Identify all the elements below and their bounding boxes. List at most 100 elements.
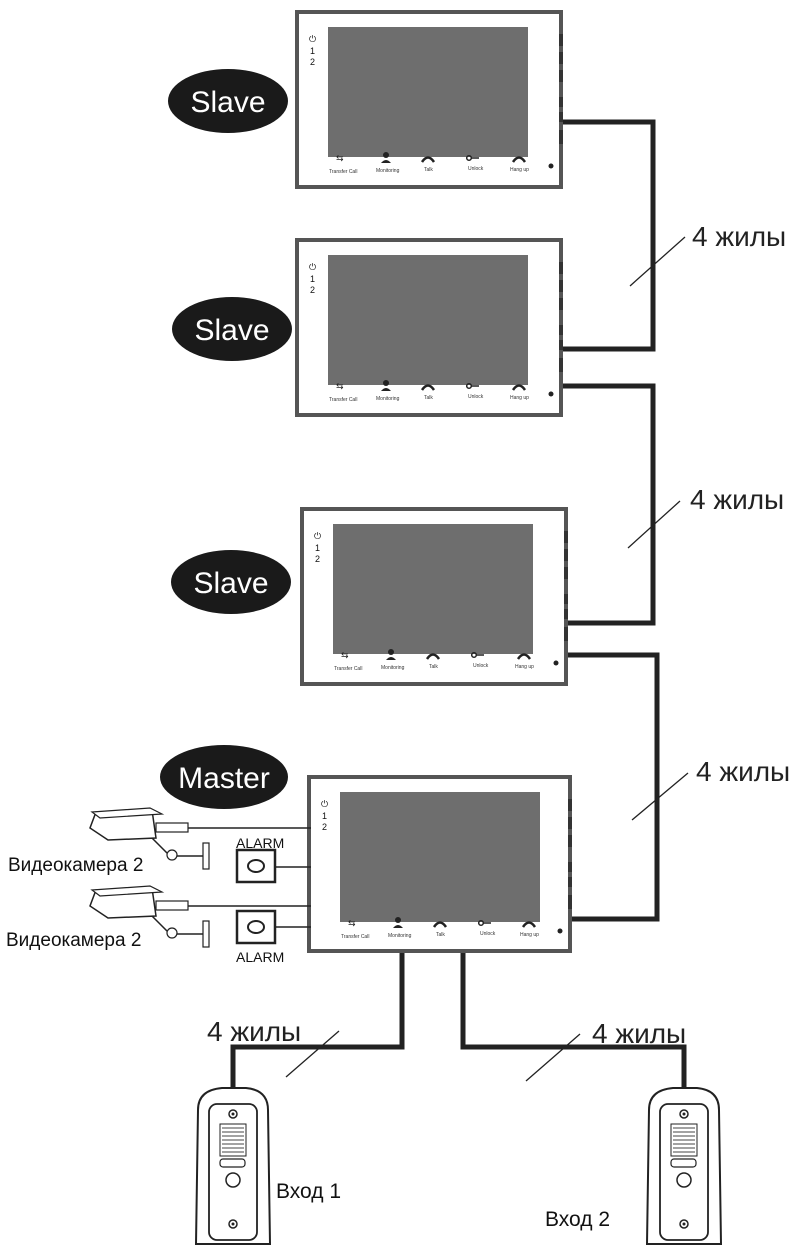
person-icon <box>388 649 394 655</box>
camera-1 <box>89 807 311 870</box>
door-panel-1 <box>194 1087 272 1245</box>
name-plate <box>219 1158 246 1168</box>
unlock-label: Unlock <box>473 663 489 669</box>
monitoring-button[interactable]: Monitoring <box>376 380 400 402</box>
role-badge: Slave <box>168 69 288 133</box>
line-2-indicator: 2 <box>315 554 320 564</box>
monitoring-button[interactable]: Monitoring <box>376 152 400 174</box>
talk-button[interactable]: Talk <box>420 384 436 402</box>
door-panel-2 <box>645 1087 723 1245</box>
unlock-label: Unlock <box>480 931 496 937</box>
hang-up-button[interactable]: Hang up <box>520 921 539 939</box>
transfer-call-button[interactable]: ⇆ Transfer Call <box>329 154 357 175</box>
monitoring-button[interactable]: Monitoring <box>381 649 405 671</box>
wire-label: 4 жилы <box>692 221 786 252</box>
talk-button[interactable]: Talk <box>432 921 448 939</box>
monitor-screen <box>340 792 540 922</box>
camera-hood <box>90 807 165 819</box>
line-1-indicator: 1 <box>310 274 315 284</box>
monitor-buttons: ⇆ Transfer Call Monitoring Talk Unlock H… <box>329 380 529 403</box>
transfer-call-button[interactable]: ⇆ Transfer Call <box>334 651 362 672</box>
transfer-call-label: Transfer Call <box>334 666 362 672</box>
transfer-call-label: Transfer Call <box>329 169 357 175</box>
camera-bracket <box>151 915 205 935</box>
power-indicator-icon: ⏻ <box>309 34 316 44</box>
role-badge: Slave <box>172 297 292 361</box>
talk-button[interactable]: Talk <box>420 156 436 174</box>
person-icon <box>383 152 389 158</box>
power-indicator-icon: ⏻ <box>314 531 321 541</box>
camera-label: Видеокамера 2 <box>8 855 143 876</box>
monitor-sensor-dot <box>548 391 554 397</box>
wire-slave3-master <box>566 652 660 922</box>
talk-label: Talk <box>424 395 433 401</box>
monitor-slave-3: ⏻ 1 2 ⇆ Transfer Call Monitoring Talk Un… <box>300 507 568 686</box>
monitor-buttons: ⇆ Transfer Call Monitoring Talk Unlock H… <box>341 917 539 940</box>
unlock-button[interactable]: Unlock <box>477 919 496 937</box>
monitor-slave-1: ⏻ 1 2 ⇆ Transfer Call Monitoring Talk Un… <box>295 10 563 189</box>
talk-label: Talk <box>429 664 438 670</box>
transfer-call-button[interactable]: ⇆ Transfer Call <box>329 382 357 403</box>
transfer-call-label: Transfer Call <box>341 934 369 940</box>
wires <box>230 119 687 1088</box>
unlock-button[interactable]: Unlock <box>465 382 484 400</box>
line-1-indicator: 1 <box>322 811 327 821</box>
monitor-master: ⏻ 1 2 ⇆ Transfer Call Monitoring Talk Un… <box>307 775 572 953</box>
call-button-icon <box>225 1172 241 1188</box>
wire-label: 4 жилы <box>690 484 784 515</box>
wire-slash <box>629 236 686 287</box>
monitor-sensor-dot <box>553 660 559 666</box>
entrance-label: Вход 1 <box>276 1180 341 1203</box>
wire-slash <box>631 772 689 821</box>
hang-up-icon <box>511 156 527 163</box>
monitoring-button[interactable]: Monitoring <box>388 917 412 939</box>
role-badge: Slave <box>171 550 291 614</box>
hang-up-icon <box>521 921 537 928</box>
unlock-button[interactable]: Unlock <box>470 651 489 669</box>
monitor-screen <box>333 524 533 654</box>
transfer-call-button[interactable]: ⇆ Transfer Call <box>341 919 369 940</box>
camera-connector <box>155 822 189 833</box>
role-badge-text: Master <box>178 762 270 795</box>
transfer-call-icon: ⇆ <box>341 651 349 661</box>
role-badge-text: Slave <box>194 314 269 347</box>
hang-up-icon <box>511 384 527 391</box>
call-button-icon <box>676 1172 692 1188</box>
name-plate <box>670 1158 697 1168</box>
monitor-buttons: ⇆ Transfer Call Monitoring Talk Unlock H… <box>329 152 529 175</box>
alarm-sensor-1 <box>235 848 311 884</box>
monitor-side-controls <box>568 799 572 909</box>
monitor-slave-2: ⏻ 1 2 ⇆ Transfer Call Monitoring Talk Un… <box>295 238 563 417</box>
power-indicator-icon: ⏻ <box>321 799 328 809</box>
wire-master-door2 <box>460 952 687 1088</box>
hang-up-button[interactable]: Hang up <box>510 156 529 174</box>
hang-up-button[interactable]: Hang up <box>515 653 534 671</box>
person-icon <box>383 380 389 386</box>
wire-master-door1 <box>230 952 405 1088</box>
line-2-indicator: 2 <box>310 285 315 295</box>
monitor-side-controls <box>559 34 563 144</box>
wire-label: 4 жилы <box>592 1018 686 1049</box>
camera-label: Видеокамера 2 <box>6 930 141 951</box>
hang-up-icon <box>516 653 532 660</box>
unlock-button[interactable]: Unlock <box>465 154 484 172</box>
talk-label: Talk <box>424 167 433 173</box>
monitor-sensor-dot <box>548 163 554 169</box>
hang-up-label: Hang up <box>510 395 529 401</box>
hang-up-button[interactable]: Hang up <box>510 384 529 402</box>
phone-icon <box>432 921 448 928</box>
alarm-label: ALARM <box>236 949 284 965</box>
camera-bracket <box>151 837 205 857</box>
talk-button[interactable]: Talk <box>425 653 441 671</box>
transfer-call-icon: ⇆ <box>348 919 356 929</box>
role-badge-text: Slave <box>193 567 268 600</box>
camera-connector <box>155 900 189 911</box>
monitor-screen <box>328 255 528 385</box>
alarm-sensor-2 <box>235 909 311 945</box>
monitor-screen <box>328 27 528 157</box>
transfer-call-icon: ⇆ <box>336 154 344 164</box>
line-2-indicator: 2 <box>310 57 315 67</box>
wire-slash <box>627 500 681 549</box>
hang-up-label: Hang up <box>510 167 529 173</box>
